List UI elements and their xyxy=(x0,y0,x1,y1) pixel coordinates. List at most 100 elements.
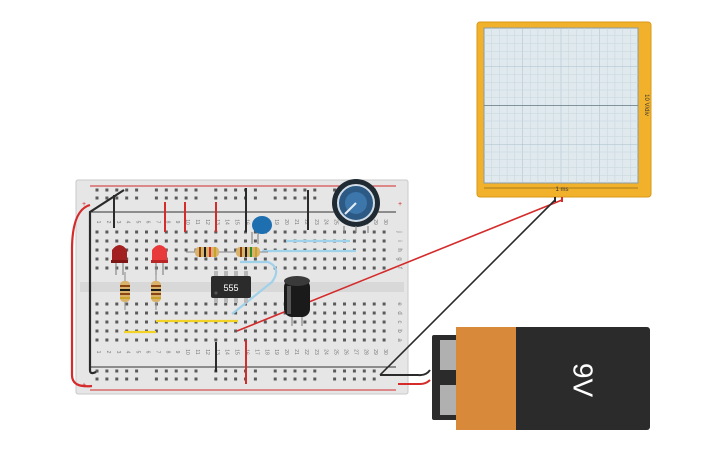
rail-hole[interactable] xyxy=(362,369,366,373)
terminal-hole[interactable] xyxy=(323,302,327,306)
rail-hole[interactable] xyxy=(313,369,317,373)
terminal-hole[interactable] xyxy=(352,239,356,243)
terminal-hole[interactable] xyxy=(95,302,99,306)
terminal-hole[interactable] xyxy=(115,320,119,324)
terminal-hole[interactable] xyxy=(164,302,168,306)
rail-hole[interactable] xyxy=(194,196,198,200)
terminal-hole[interactable] xyxy=(135,266,139,270)
terminal-hole[interactable] xyxy=(164,329,168,333)
rail-hole[interactable] xyxy=(154,188,158,192)
rail-hole[interactable] xyxy=(125,188,129,192)
terminal-hole[interactable] xyxy=(382,257,386,261)
terminal-hole[interactable] xyxy=(234,329,238,333)
terminal-hole[interactable] xyxy=(362,311,366,315)
terminal-hole[interactable] xyxy=(372,248,376,252)
terminal-hole[interactable] xyxy=(362,302,366,306)
terminal-hole[interactable] xyxy=(323,338,327,342)
rail-hole[interactable] xyxy=(224,377,228,381)
terminal-hole[interactable] xyxy=(135,257,139,261)
terminal-hole[interactable] xyxy=(273,302,277,306)
rail-hole[interactable] xyxy=(234,377,238,381)
terminal-hole[interactable] xyxy=(362,230,366,234)
rail-hole[interactable] xyxy=(154,377,158,381)
terminal-hole[interactable] xyxy=(343,302,346,306)
terminal-hole[interactable] xyxy=(234,239,238,243)
terminal-hole[interactable] xyxy=(303,230,307,234)
rail-hole[interactable] xyxy=(125,196,129,200)
rail-hole[interactable] xyxy=(303,369,307,373)
terminal-hole[interactable] xyxy=(333,320,337,324)
led-dark-red[interactable] xyxy=(111,245,128,275)
terminal-hole[interactable] xyxy=(135,248,139,252)
terminal-hole[interactable] xyxy=(145,338,148,342)
terminal-hole[interactable] xyxy=(352,302,356,306)
terminal-hole[interactable] xyxy=(115,311,119,315)
terminal-hole[interactable] xyxy=(135,320,139,324)
terminal-hole[interactable] xyxy=(253,320,257,324)
terminal-hole[interactable] xyxy=(194,266,198,270)
terminal-hole[interactable] xyxy=(145,257,148,261)
terminal-hole[interactable] xyxy=(382,239,386,243)
capacitor-electrolytic[interactable] xyxy=(284,276,310,326)
terminal-hole[interactable] xyxy=(333,311,337,315)
terminal-hole[interactable] xyxy=(204,257,208,261)
terminal-hole[interactable] xyxy=(323,230,327,234)
terminal-hole[interactable] xyxy=(224,239,228,243)
terminal-hole[interactable] xyxy=(303,329,307,333)
terminal-hole[interactable] xyxy=(204,266,208,270)
rail-hole[interactable] xyxy=(303,196,307,200)
terminal-hole[interactable] xyxy=(115,230,119,234)
terminal-hole[interactable] xyxy=(184,302,188,306)
wire-red-left-rail[interactable] xyxy=(70,203,93,388)
terminal-hole[interactable] xyxy=(343,311,346,315)
terminal-hole[interactable] xyxy=(333,230,337,234)
terminal-hole[interactable] xyxy=(135,302,139,306)
rail-hole[interactable] xyxy=(194,188,198,192)
terminal-hole[interactable] xyxy=(343,329,346,333)
terminal-hole[interactable] xyxy=(184,266,188,270)
terminal-hole[interactable] xyxy=(115,266,119,270)
terminal-hole[interactable] xyxy=(214,329,218,333)
terminal-hole[interactable] xyxy=(174,338,178,342)
terminal-hole[interactable] xyxy=(293,329,297,333)
terminal-hole[interactable] xyxy=(125,266,129,270)
terminal-hole[interactable] xyxy=(174,239,178,243)
rail-hole[interactable] xyxy=(362,377,366,381)
terminal-hole[interactable] xyxy=(105,239,109,243)
terminal-hole[interactable] xyxy=(323,266,327,270)
rail-hole[interactable] xyxy=(293,377,297,381)
terminal-hole[interactable] xyxy=(313,329,317,333)
terminal-hole[interactable] xyxy=(362,329,366,333)
terminal-hole[interactable] xyxy=(234,266,238,270)
terminal-hole[interactable] xyxy=(263,239,267,243)
rail-hole[interactable] xyxy=(214,377,218,381)
terminal-hole[interactable] xyxy=(372,320,376,324)
rail-hole[interactable] xyxy=(293,196,297,200)
terminal-hole[interactable] xyxy=(224,302,228,306)
terminal-hole[interactable] xyxy=(372,257,376,261)
rail-hole[interactable] xyxy=(135,369,139,373)
terminal-hole[interactable] xyxy=(362,266,366,270)
terminal-hole[interactable] xyxy=(362,320,366,324)
terminal-hole[interactable] xyxy=(333,302,337,306)
terminal-hole[interactable] xyxy=(263,302,267,306)
terminal-hole[interactable] xyxy=(253,266,257,270)
terminal-hole[interactable] xyxy=(253,302,257,306)
rail-hole[interactable] xyxy=(115,188,119,192)
terminal-hole[interactable] xyxy=(184,230,188,234)
terminal-hole[interactable] xyxy=(174,257,178,261)
rail-hole[interactable] xyxy=(105,196,109,200)
rail-hole[interactable] xyxy=(273,377,277,381)
terminal-hole[interactable] xyxy=(273,257,277,261)
terminal-hole[interactable] xyxy=(154,311,158,315)
terminal-hole[interactable] xyxy=(184,239,188,243)
rail-hole[interactable] xyxy=(184,196,188,200)
terminal-hole[interactable] xyxy=(95,257,99,261)
terminal-hole[interactable] xyxy=(352,329,356,333)
rail-hole[interactable] xyxy=(125,369,129,373)
wire-red-to-battery[interactable] xyxy=(398,379,431,385)
terminal-hole[interactable] xyxy=(283,257,287,261)
terminal-hole[interactable] xyxy=(372,311,376,315)
terminal-hole[interactable] xyxy=(372,338,376,342)
terminal-hole[interactable] xyxy=(273,329,277,333)
